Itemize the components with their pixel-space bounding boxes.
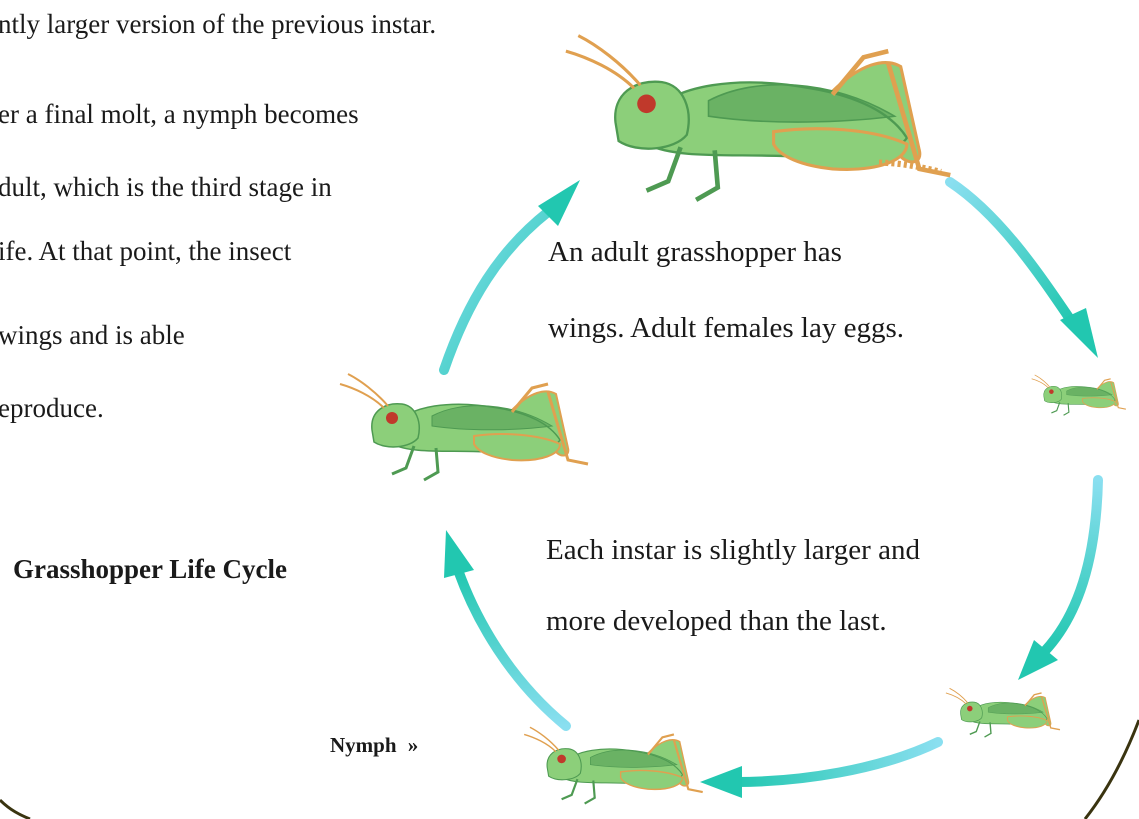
arrow-nymph-to-adult: [444, 212, 548, 370]
instar-caption-line: Each instar is slightly larger and: [546, 534, 920, 567]
arrow-instar-to-nymph: [736, 742, 938, 782]
arrow-head: [700, 766, 742, 798]
adult-grasshopper-illustration: [566, 36, 950, 200]
nymph-grasshopper-illustration: [524, 727, 703, 803]
second-instar-grasshopper-illustration: [946, 688, 1060, 737]
early-instar-grasshopper-illustration: [1032, 375, 1126, 415]
adult-caption-line: An adult grasshopper has: [548, 236, 842, 269]
arrow-head: [444, 530, 474, 578]
adult-caption-line: wings. Adult females lay eggs.: [548, 312, 904, 345]
instar-caption-line: more developed than the last.: [546, 605, 887, 638]
frame-border-right: [1085, 720, 1139, 819]
arrow-nymph-molt: [458, 570, 566, 726]
arrow-adult-to-egg: [950, 182, 1072, 322]
nymph-marker: »: [408, 733, 419, 757]
diagram-title: Grasshopper Life Cycle: [13, 554, 287, 585]
nymph-label: Nymph »: [330, 733, 418, 758]
frame-border-left: [0, 800, 30, 819]
arrow-to-first-instar: [1044, 480, 1098, 652]
late-nymph-grasshopper-illustration: [340, 374, 588, 480]
nymph-label-text: Nymph: [330, 733, 397, 757]
